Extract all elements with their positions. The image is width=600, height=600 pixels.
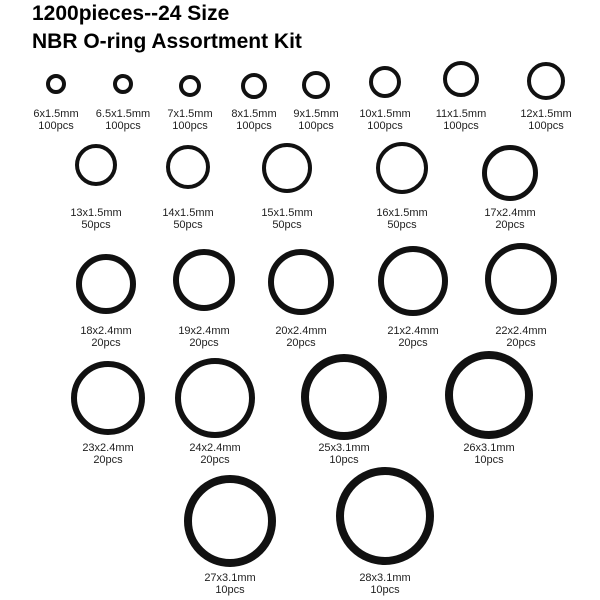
o-ring-16 [268, 249, 334, 315]
ring-size: 18x2.4mm [80, 325, 132, 337]
ring-quantity: 100pcs [236, 120, 272, 132]
ring-quantity: 100pcs [38, 120, 74, 132]
ring-size: 26x3.1mm [463, 442, 515, 454]
o-ring-20 [175, 358, 255, 438]
ring-size: 28x3.1mm [359, 572, 411, 584]
ring-quantity: 20pcs [495, 219, 525, 231]
ring-quantity: 10pcs [215, 584, 245, 596]
o-ring-9 [75, 144, 117, 186]
o-ring-19 [71, 361, 145, 435]
o-ring-23 [184, 475, 276, 567]
ring-size: 15x1.5mm [261, 207, 313, 219]
ring-quantity: 100pcs [105, 120, 141, 132]
title-line-2: NBR O-ring Assortment Kit [32, 30, 302, 53]
o-ring-15 [173, 249, 235, 311]
ring-quantity: 20pcs [286, 337, 316, 349]
ring-size: 21x2.4mm [387, 325, 439, 337]
ring-quantity: 50pcs [81, 219, 111, 231]
ring-quantity: 50pcs [173, 219, 203, 231]
ring-size: 27x3.1mm [204, 572, 256, 584]
o-ring-17 [378, 246, 448, 316]
ring-quantity: 100pcs [298, 120, 334, 132]
ring-quantity: 50pcs [272, 219, 302, 231]
o-ring-21 [301, 354, 387, 440]
ring-quantity: 100pcs [172, 120, 208, 132]
o-ring-11 [262, 143, 312, 193]
o-ring-8 [527, 62, 565, 100]
ring-size: 24x2.4mm [189, 442, 241, 454]
ring-size: 8x1.5mm [231, 108, 277, 120]
ring-size: 23x2.4mm [82, 442, 134, 454]
title-line-1: 1200pieces--24 Size [32, 2, 230, 25]
ring-quantity: 50pcs [387, 219, 417, 231]
o-ring-3 [179, 75, 201, 97]
o-ring-2 [113, 74, 133, 94]
ring-size: 16x1.5mm [376, 207, 428, 219]
o-ring-10 [166, 145, 210, 189]
ring-size: 13x1.5mm [70, 207, 122, 219]
o-ring-18 [485, 243, 557, 315]
ring-size: 17x2.4mm [484, 207, 536, 219]
o-ring-24 [336, 467, 434, 565]
ring-quantity: 100pcs [443, 120, 479, 132]
ring-quantity: 20pcs [398, 337, 428, 349]
ring-size: 10x1.5mm [359, 108, 411, 120]
ring-size: 6x1.5mm [33, 108, 79, 120]
o-ring-7 [443, 61, 479, 97]
o-ring-22 [445, 351, 533, 439]
o-ring-6 [369, 66, 401, 98]
ring-size: 11x1.5mm [435, 108, 487, 120]
ring-size: 6.5x1.5mm [95, 108, 151, 120]
o-ring-14 [76, 254, 136, 314]
ring-quantity: 10pcs [329, 454, 359, 466]
ring-size: 14x1.5mm [162, 207, 214, 219]
o-ring-1 [46, 74, 66, 94]
ring-quantity: 100pcs [367, 120, 403, 132]
ring-quantity: 20pcs [91, 337, 121, 349]
ring-size: 22x2.4mm [495, 325, 547, 337]
ring-size: 7x1.5mm [167, 108, 213, 120]
ring-size: 19x2.4mm [178, 325, 230, 337]
ring-quantity: 10pcs [370, 584, 400, 596]
o-ring-5 [302, 71, 330, 99]
ring-quantity: 20pcs [506, 337, 536, 349]
o-ring-4 [241, 73, 267, 99]
ring-size: 20x2.4mm [275, 325, 327, 337]
ring-size: 9x1.5mm [293, 108, 339, 120]
o-ring-13 [482, 145, 538, 201]
ring-quantity: 100pcs [528, 120, 564, 132]
ring-quantity: 20pcs [200, 454, 230, 466]
ring-size: 12x1.5mm [520, 108, 572, 120]
ring-quantity: 20pcs [93, 454, 123, 466]
ring-quantity: 10pcs [474, 454, 504, 466]
o-ring-12 [376, 142, 428, 194]
ring-size: 25x3.1mm [318, 442, 370, 454]
ring-quantity: 20pcs [189, 337, 219, 349]
